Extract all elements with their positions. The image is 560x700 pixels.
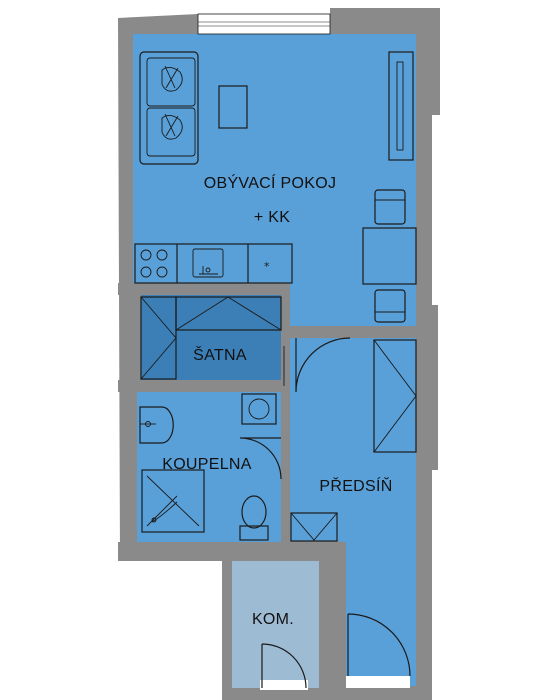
storage-area xyxy=(232,561,319,688)
wall-living-closet xyxy=(118,283,290,295)
stove-icon xyxy=(140,249,168,278)
wall-storage-hall xyxy=(319,542,346,688)
fridge-icon: * xyxy=(264,260,270,273)
washbasin-icon xyxy=(139,406,174,444)
kitchen-counter: * xyxy=(134,243,293,284)
dining-table-icon xyxy=(362,227,417,285)
window-top xyxy=(197,13,331,35)
wall-closet-bath xyxy=(118,380,290,392)
chair-icon xyxy=(374,289,406,323)
washing-machine-icon xyxy=(241,393,277,425)
closet-shelves xyxy=(140,296,282,380)
tv-unit-icon xyxy=(388,51,414,161)
storage-threshold xyxy=(260,680,308,690)
room-label-storage: KOM. xyxy=(252,611,294,628)
chair-icon xyxy=(374,189,406,225)
room-label-living-kk: + KK xyxy=(254,209,290,226)
room-label-hallway: PŘEDSÍŇ xyxy=(319,476,392,495)
toilet-icon xyxy=(239,495,269,541)
interior-walls xyxy=(118,283,416,688)
entry-threshold xyxy=(346,676,410,688)
coffee-table-icon xyxy=(218,85,248,129)
wall-hall-top xyxy=(290,326,416,338)
bathroom-area xyxy=(137,392,281,542)
hallway-area xyxy=(290,338,416,686)
sofa-icon xyxy=(139,51,199,165)
wall-bath-hall xyxy=(281,392,290,542)
closet-area xyxy=(141,295,281,380)
room-label-closet: ŠATNA xyxy=(193,345,247,364)
room-label-living: OBÝVACÍ POKOJ xyxy=(204,173,337,192)
shower-icon xyxy=(141,469,205,533)
kitchen-sink-icon xyxy=(192,248,224,278)
wall-closet-right xyxy=(281,283,290,383)
door-swing-icon xyxy=(239,337,417,689)
living-room-area xyxy=(133,34,416,326)
room-fills xyxy=(133,34,416,690)
wall-bath-bottom xyxy=(118,542,340,561)
room-label-bathroom: KOUPELNA xyxy=(162,456,252,473)
